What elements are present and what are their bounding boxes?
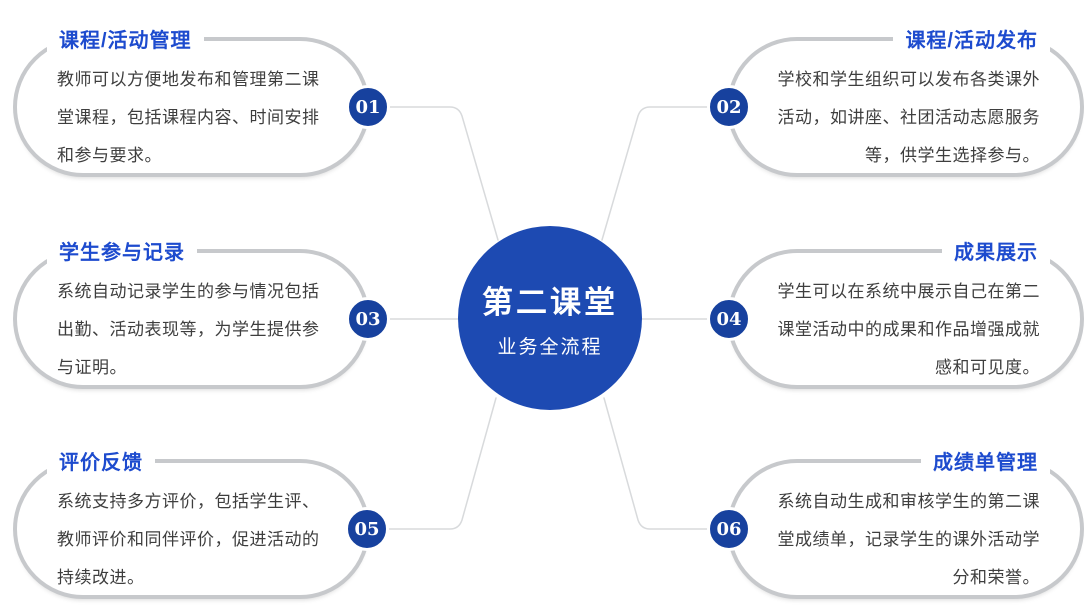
card-description: 学生可以在系统中展示自己在第二课堂活动中的成果和作品增强成就感和可见度。 [777, 282, 1040, 377]
step-badge-06: 06 [707, 507, 751, 551]
card-description: 教师可以方便地发布和管理第二课堂课程，包括课程内容、时间安排和参与要求。 [57, 70, 320, 165]
card-description: 系统支持多方评价，包括学生评、教师评价和同伴评价，促进活动的持续改进。 [57, 492, 320, 587]
card-transcript-management: 成绩单管理 系统自动生成和审核学生的第二课堂成绩单，记录学生的课外活动学分和荣誉… [727, 448, 1084, 599]
card-description: 学校和学生组织可以发布各类课外活动，如讲座、社团活动志愿服务等，供学生选择参与。 [777, 70, 1040, 165]
connector-06 [603, 397, 712, 530]
connector-05 [385, 397, 497, 530]
step-badge-02: 02 [707, 85, 751, 129]
hub-subtitle: 业务全流程 [497, 337, 603, 358]
card-title: 学生参与记录 [47, 238, 197, 268]
card-evaluation-feedback: 评价反馈 系统支持多方评价，包括学生评、教师评价和同伴评价，促进活动的持续改进。 [13, 448, 370, 599]
step-badge-01: 01 [346, 85, 390, 129]
card-title: 成果展示 [942, 238, 1050, 268]
step-badge-05: 05 [345, 507, 389, 551]
connector-02 [601, 106, 712, 241]
step-badge-03: 03 [346, 297, 390, 341]
card-course-activity-management: 课程/活动管理 教师可以方便地发布和管理第二课堂课程，包括课程内容、时间安排和参… [13, 26, 370, 177]
card-title: 成绩单管理 [921, 448, 1050, 478]
card-title: 评价反馈 [47, 448, 155, 478]
central-hub-circle: 第二课堂 业务全流程 [458, 226, 642, 410]
card-achievement-display: 成果展示 学生可以在系统中展示自己在第二课堂活动中的成果和作品增强成就感和可见度… [727, 238, 1084, 389]
step-badge-04: 04 [707, 297, 751, 341]
card-title: 课程/活动发布 [893, 26, 1050, 56]
card-student-participation-record: 学生参与记录 系统自动记录学生的参与情况包括出勤、活动表现等，为学生提供参与证明… [13, 238, 370, 389]
card-title: 课程/活动管理 [47, 26, 204, 56]
card-course-activity-publish: 课程/活动发布 学校和学生组织可以发布各类课外活动，如讲座、社团活动志愿服务等，… [727, 26, 1084, 177]
card-description: 系统自动生成和审核学生的第二课堂成绩单，记录学生的课外活动学分和荣誉。 [777, 492, 1040, 587]
hub-title: 第二课堂 [482, 285, 618, 320]
connector-01 [386, 106, 499, 241]
card-description: 系统自动记录学生的参与情况包括出勤、活动表现等，为学生提供参与证明。 [57, 282, 320, 377]
